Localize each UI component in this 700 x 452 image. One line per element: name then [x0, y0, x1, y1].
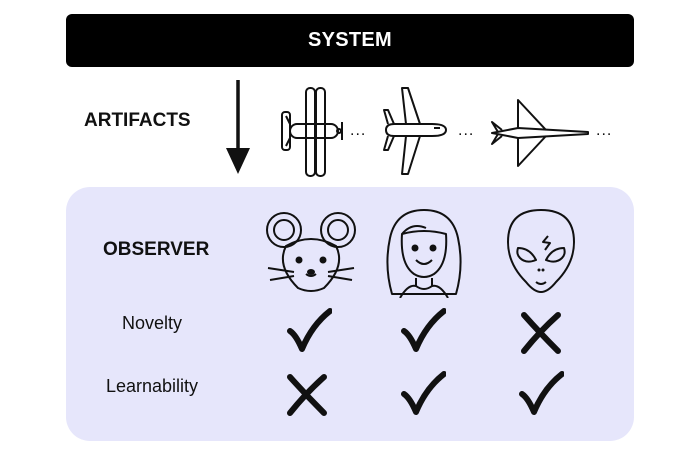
learnability-mouse-cross-icon — [287, 374, 327, 416]
separator-dots: ... — [458, 122, 475, 139]
mouse-face-icon — [266, 212, 356, 292]
novelty-woman-check-icon — [401, 308, 446, 352]
novelty-mouse-check-icon — [287, 308, 332, 352]
alien-face-icon — [507, 209, 575, 293]
separator-dots: ... — [596, 122, 613, 139]
row-label-novelty: Novelty — [122, 313, 183, 333]
learnability-woman-check-icon — [401, 371, 446, 415]
jet-icon — [491, 99, 589, 167]
row-label-learnability: Learnability — [106, 376, 199, 396]
biplane-icon — [281, 87, 343, 177]
observer-label: OBSERVER — [103, 239, 210, 260]
airliner-icon — [383, 87, 447, 175]
artifacts-label: ARTIFACTS — [84, 110, 191, 131]
system-label: SYSTEM — [307, 29, 393, 51]
down-arrow-icon — [226, 80, 250, 174]
system-bar: SYSTEM — [66, 14, 634, 67]
separator-dots: ... — [350, 122, 367, 139]
learnability-alien-check-icon — [519, 371, 564, 415]
woman-face-icon — [386, 209, 462, 298]
novelty-alien-cross-icon — [521, 312, 561, 354]
